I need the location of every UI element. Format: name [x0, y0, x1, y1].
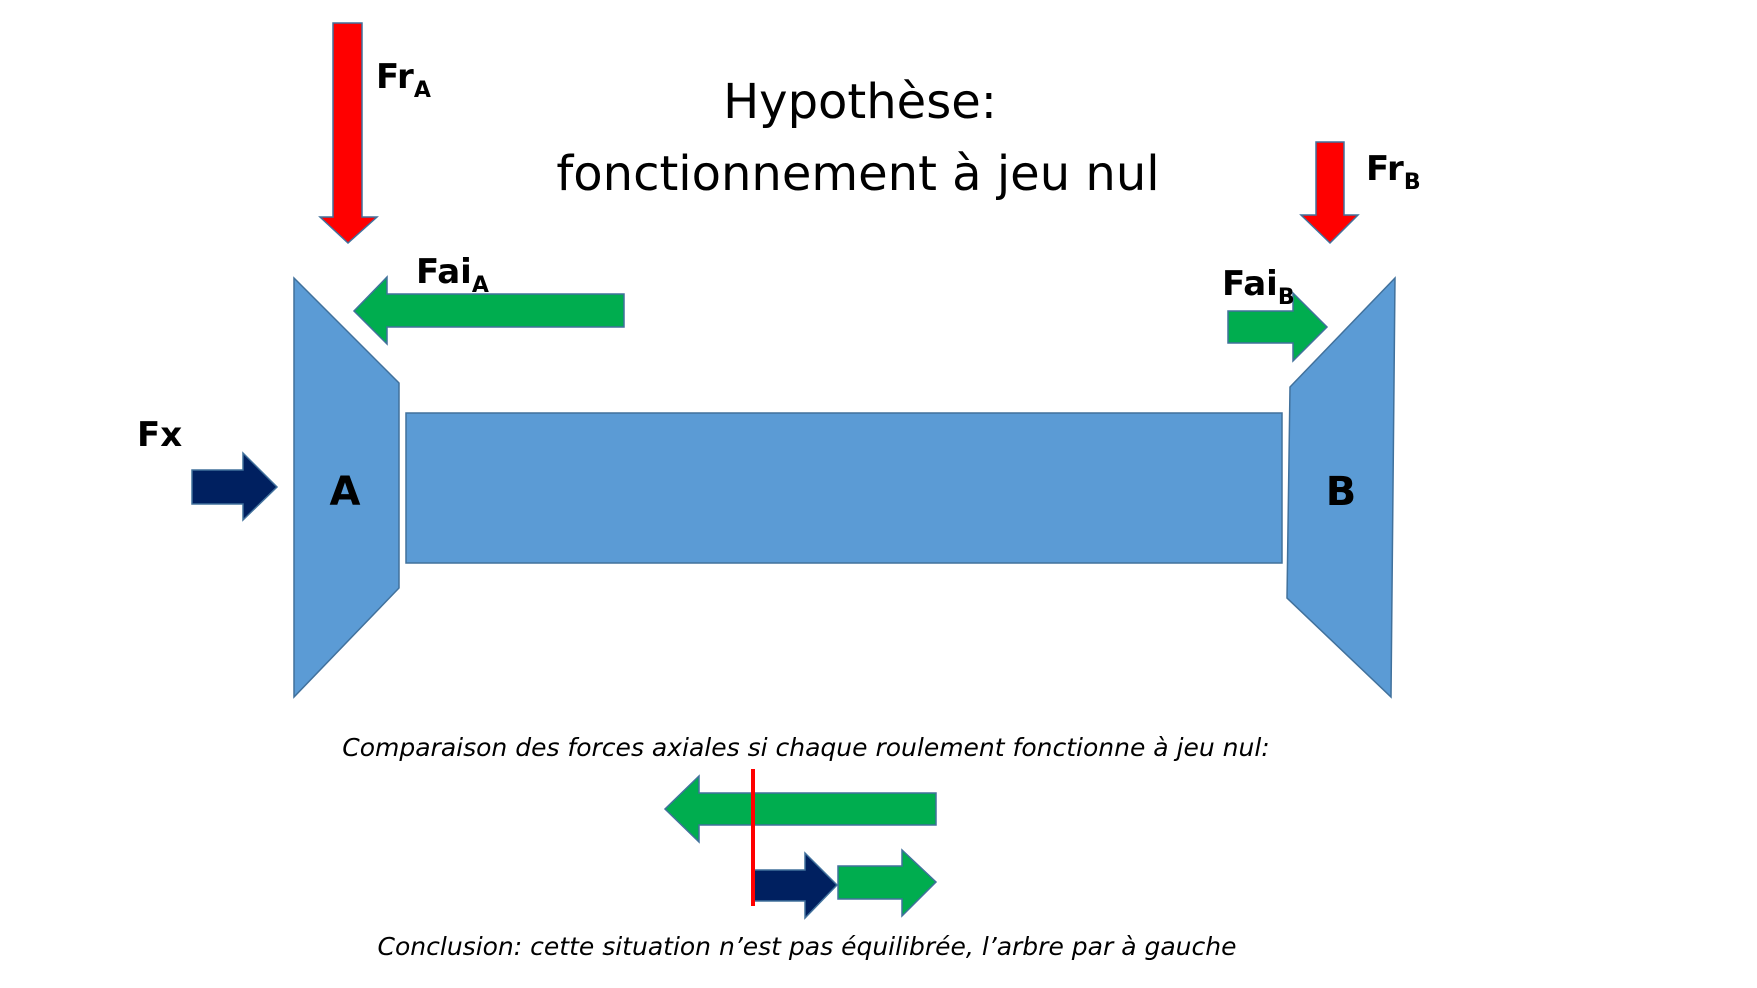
comparison-fx-arrow-icon [752, 851, 839, 920]
fx-label: Fx [137, 415, 182, 455]
bearing-b-label: B [1326, 469, 1357, 515]
fai-b-arrow-icon [1227, 291, 1329, 363]
conclusion-text: Conclusion: cette situation n’est pas éq… [378, 932, 1237, 961]
bearing-a [293, 276, 400, 699]
fai-a-arrow-icon [352, 275, 625, 346]
fr-b-arrow-icon [1299, 141, 1360, 245]
fr-a-arrow-icon [318, 22, 379, 245]
comparison-caption: Comparaison des forces axiales si chaque… [342, 733, 1269, 762]
bearing-a-label: A [330, 469, 361, 515]
title-line-1: Hypothèse: [723, 74, 997, 130]
fr-b-label: FrB [1366, 149, 1421, 195]
comparison-reference-line [751, 769, 755, 906]
fai-a-label: FaiA [416, 252, 489, 298]
bearing-b [1286, 276, 1396, 699]
comparison-fai-a-arrow-icon [663, 774, 937, 844]
comparison-fai-b-arrow-icon [837, 848, 938, 918]
fai-b-label: FaiB [1222, 264, 1295, 310]
fx-arrow-icon [191, 451, 279, 522]
title-line-2: fonctionnement à jeu nul [556, 146, 1159, 202]
fr-a-label: FrA [376, 57, 431, 103]
shaft [405, 412, 1283, 564]
